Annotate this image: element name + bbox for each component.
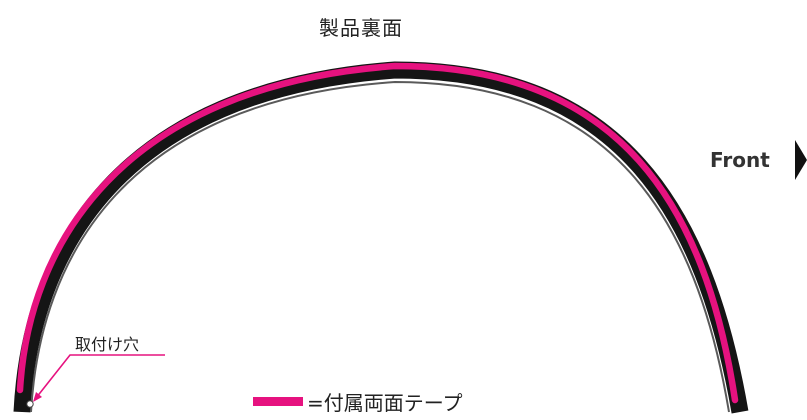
legend-swatch bbox=[253, 396, 303, 406]
callout-arrowhead bbox=[33, 392, 42, 402]
front-arrow-icon bbox=[795, 140, 807, 180]
legend-text: =付属両面テープ bbox=[307, 390, 463, 415]
front-label: Front bbox=[710, 148, 770, 172]
mounting-hole bbox=[26, 400, 34, 408]
mounting-hole-label: 取付け穴 bbox=[75, 335, 140, 354]
callout-line bbox=[35, 354, 165, 399]
diagram-title: 製品裏面 bbox=[319, 16, 403, 40]
tape-strip bbox=[16, 62, 739, 404]
arch-body bbox=[13, 61, 749, 414]
arch-edge bbox=[30, 80, 730, 413]
legend: =付属両面テープ bbox=[253, 388, 463, 415]
